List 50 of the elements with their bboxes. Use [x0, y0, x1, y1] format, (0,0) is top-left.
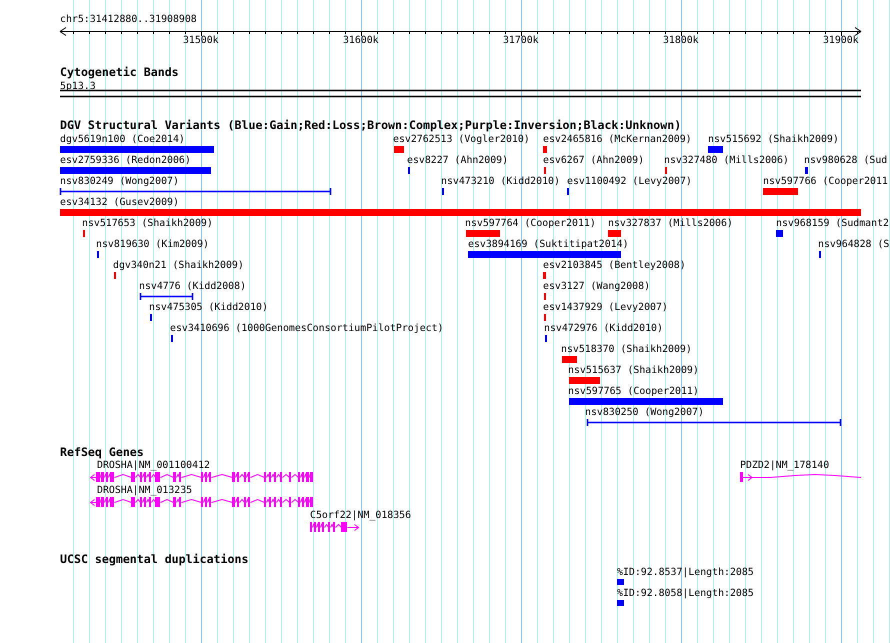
variant-label: dgv5619n100 (Coe2014) [60, 134, 185, 145]
track-heading: DGV Structural Variants (Blue:Gain;Red:Loss;Brown:Complex;Purple:Inversion;Black:Unknown) [60, 119, 682, 132]
variant-label: nsv597764 (Cooper2011) [465, 218, 596, 229]
variant-label: nsv475305 (Kidd2010) [149, 302, 268, 313]
variant-label: nsv515692 (Shaikh2009) [708, 134, 839, 145]
variant-label: nsv472976 (Kidd2010) [544, 323, 663, 334]
tick-label: 31500k [182, 35, 219, 46]
variant-label: nsv517653 (Shaikh2009) [82, 218, 213, 229]
variant-label: nsv327480 (Mills2006) [664, 155, 789, 166]
variant-label: esv3894169 (Suktitipat2014) [468, 239, 629, 250]
gene-label: DROSHA|NM_001100412 [97, 460, 210, 471]
variant-label: nsv830250 (Wong2007) [585, 407, 704, 418]
variant-label: esv3410696 (1000GenomesConsortiumPilotProject) [170, 323, 444, 334]
variant-label: esv1100492 (Levy2007) [567, 176, 692, 187]
gene-label: PDZD2|NM_178140 [740, 460, 830, 471]
gene-label: DROSHA|NM_013235 [97, 485, 192, 496]
variant-label: nsv819630 (Kim2009) [96, 239, 209, 250]
tick-label: 31600k [342, 35, 379, 46]
variant-label: nsv597765 (Cooper2011) [568, 386, 699, 397]
variant-label: esv1437929 (Levy2007) [543, 302, 668, 313]
gene-label: C5orf22|NM_018356 [310, 510, 412, 521]
variant-label: nsv327837 (Mills2006) [608, 218, 733, 229]
tick-label: 31800k [662, 35, 699, 46]
variant-label: nsv518370 (Shaikh2009) [561, 344, 692, 355]
variant-label: esv2762513 (Vogler2010) [393, 134, 530, 145]
variant-label: nsv4776 (Kidd2008) [139, 281, 246, 292]
variant-label: esv6267 (Ahn2009) [543, 155, 644, 166]
tick-label: 31900k [822, 35, 859, 46]
track-heading: Cytogenetic Bands [60, 66, 179, 79]
variant-label: nsv980628 (Sud [804, 155, 888, 166]
variant-label: nsv964828 (S [818, 239, 890, 250]
variant-label: esv8227 (Ahn2009) [407, 155, 508, 166]
variant-label: nsv473210 (Kidd2010) [441, 176, 560, 187]
variant-label: esv2759336 (Redon2006) [60, 155, 191, 166]
variant-label: dgv340n21 (Shaikh2009) [113, 260, 244, 271]
variant-label: esv2465816 (McKernan2009) [543, 134, 692, 145]
variant-label: nsv515637 (Shaikh2009) [568, 365, 699, 376]
variant-label: esv2103845 (Bentley2008) [543, 260, 686, 271]
duplication-label: %ID:92.8537|Length:2085 [617, 567, 754, 578]
band-label: 5p13.3 [60, 81, 96, 92]
tick-label: 31700k [502, 35, 539, 46]
variant-label: esv34132 (Gusev2009) [60, 197, 179, 208]
variant-label: nsv968159 (Sudmant2 [776, 218, 889, 229]
position-label: chr5:31412880..31908908 [60, 14, 197, 25]
duplication-label: %ID:92.8058|Length:2085 [617, 588, 754, 599]
variant-label: nsv830249 (Wong2007) [60, 176, 179, 187]
variant-label: esv3127 (Wang2008) [543, 281, 650, 292]
variant-label: nsv597766 (Cooper2011 [763, 176, 888, 187]
track-heading: UCSC segmental duplications [60, 553, 248, 566]
track-heading: RefSeq Genes [60, 446, 144, 459]
